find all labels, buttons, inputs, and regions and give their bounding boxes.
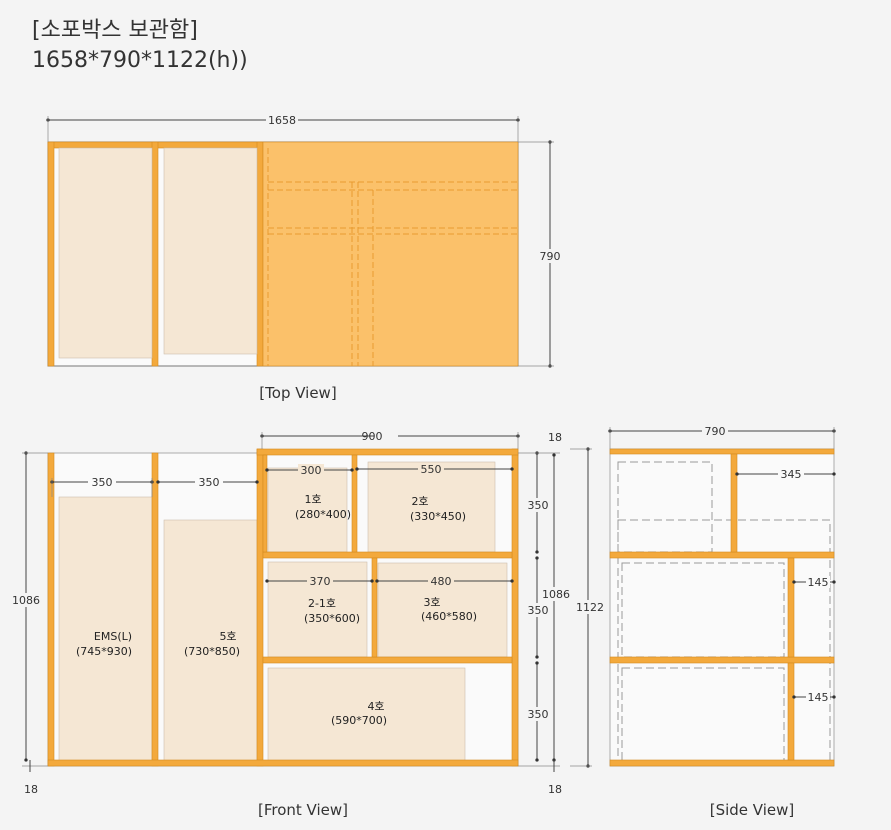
dim-front-bottom-left: 18: [24, 783, 38, 796]
label-21-name: 2-1호: [308, 597, 336, 610]
side-divider-1: [730, 453, 738, 553]
label-2-size: (330*450): [410, 510, 466, 523]
dim-front-left-col: 350: [92, 476, 113, 489]
top-view-hidden-lines: [267, 148, 518, 366]
label-4-size: (590*700): [331, 714, 387, 727]
dim-side-low-depth: 145: [808, 691, 829, 704]
front-shelf-2: [262, 656, 513, 664]
dim-box1-width: 300: [301, 464, 322, 477]
dim-side-width: 790: [705, 425, 726, 438]
page-title: [소포박스 보관함] 1658*790*1122(h)): [32, 16, 248, 76]
dim-side-top-depth: 345: [781, 468, 802, 481]
dim-box2-width: 550: [421, 463, 442, 476]
top-view-board-mid: [151, 141, 159, 367]
dim-front-top-thickness: 18: [548, 431, 562, 444]
front-board-right: [511, 448, 519, 767]
dim-top-depth: 790: [540, 250, 561, 263]
side-shelf-1: [609, 551, 835, 559]
label-5-name: 5호: [219, 630, 236, 643]
dim-front-row3: 350: [528, 708, 549, 721]
dim-front-right-inner-height: 1086: [542, 588, 570, 601]
front-divider-row1: [351, 454, 358, 553]
dim-front-mid-col: 350: [199, 476, 220, 489]
dim-box21-width: 370: [310, 575, 331, 588]
side-shelf-2: [609, 656, 835, 664]
caption-front-view: [Front View]: [258, 801, 348, 819]
side-divider-3: [787, 662, 795, 761]
side-board-top: [609, 448, 835, 455]
front-board-left: [47, 452, 55, 767]
label-3-size: (460*580): [421, 610, 477, 623]
top-view-board-right: [256, 141, 264, 367]
front-board-divider: [256, 448, 264, 767]
top-view-box-5: [163, 147, 258, 355]
label-3-name: 3호: [423, 596, 440, 609]
title-dimensions: 1658*790*1122(h)): [32, 48, 248, 73]
dim-side-mid-depth: 145: [808, 576, 829, 589]
label-2-name: 2호: [411, 495, 428, 508]
top-view-top-panel: [262, 141, 519, 367]
front-board-bottom: [47, 759, 519, 767]
dim-front-row2: 350: [528, 604, 549, 617]
label-1-name: 1호: [304, 493, 321, 506]
dim-front-total-height: 1122: [576, 601, 604, 614]
front-view: EMS(L) (745*930) 5호 (730*850) 1호 (280*40…: [12, 430, 604, 819]
label-ems-name: EMS(L): [94, 630, 132, 643]
dim-front-right-width: 900: [362, 430, 383, 443]
front-board-mid: [151, 452, 159, 767]
front-box-5: [163, 519, 258, 763]
top-view-board-left: [47, 141, 55, 367]
front-board-top: [256, 448, 519, 456]
label-4-name: 4호: [367, 700, 384, 713]
side-view: 790 345 145 145 [Side View]: [608, 425, 836, 819]
label-21-size: (350*600): [304, 612, 360, 625]
front-box-1: [267, 467, 348, 553]
top-view-box-ems: [58, 147, 153, 359]
front-box-ems: [58, 496, 153, 763]
dim-front-inner-height: 1086: [12, 594, 40, 607]
title-name: [소포박스 보관함]: [32, 18, 198, 43]
dim-front-bottom-right: 18: [548, 783, 562, 796]
front-shelf-1: [262, 551, 513, 559]
dim-front-row1: 350: [528, 499, 549, 512]
dim-top-width: 1658: [268, 114, 296, 127]
top-view: 1658 790 [Top View]: [46, 113, 562, 402]
caption-top-view: [Top View]: [259, 384, 336, 402]
caption-side-view: [Side View]: [710, 801, 795, 819]
side-board-bottom: [609, 759, 835, 767]
side-divider-2: [787, 557, 795, 658]
label-ems-size: (745*930): [76, 645, 132, 658]
side-view-outline: [609, 448, 835, 767]
front-inner-left: [262, 454, 268, 553]
front-divider-row2: [371, 557, 378, 658]
dim-box3-width: 480: [431, 575, 452, 588]
front-box-4: [267, 667, 466, 763]
label-5-size: (730*850): [184, 645, 240, 658]
label-1-size: (280*400): [295, 508, 351, 521]
